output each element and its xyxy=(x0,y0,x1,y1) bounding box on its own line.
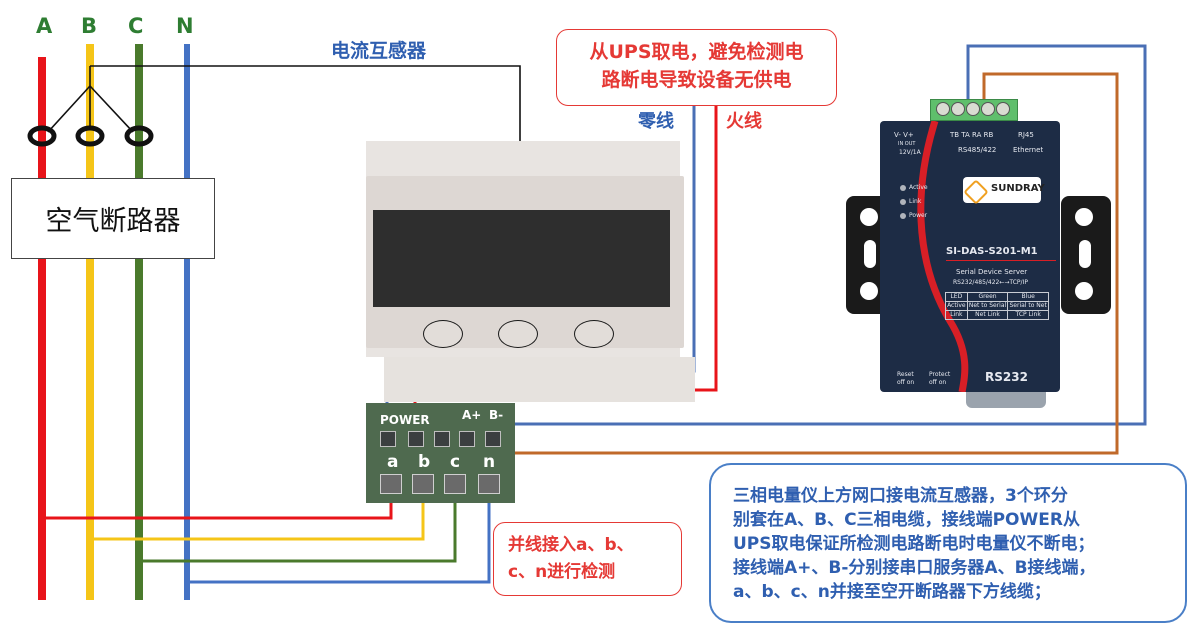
phase-label-n: N xyxy=(176,14,194,38)
parallel-wire-c xyxy=(139,482,457,563)
terminal-power-1 xyxy=(380,431,396,447)
terminal-b-minus xyxy=(485,431,501,447)
ups-callout-line1: 从UPS取电，避免检测电 xyxy=(589,41,804,63)
terminal-c xyxy=(444,474,466,494)
led-table-cell: Link xyxy=(945,310,968,320)
model-label: SI-DAS-S201-M1 xyxy=(946,246,1038,257)
led-table-cell: Active xyxy=(945,301,968,311)
parallel-callout: 并线接入a、b、 c、n进行检测 xyxy=(493,522,682,596)
terminal-a-label: a xyxy=(387,452,399,472)
terminal-n xyxy=(478,474,500,494)
b-minus-label: B- xyxy=(489,408,504,422)
meter-button-3[interactable] xyxy=(574,320,614,348)
led-table-cell: Net Link xyxy=(966,310,1009,320)
port-power-label: V- V+ xyxy=(894,131,914,139)
link-led-label: Link xyxy=(909,198,922,205)
active-led xyxy=(900,185,906,191)
brand-logo: SUNDRAY xyxy=(963,177,1045,205)
port-volt-label: 12V/1A xyxy=(899,149,921,156)
terminal-a-plus xyxy=(459,431,475,447)
ups-callout: 从UPS取电，避免检测电 路断电导致设备无供电 xyxy=(556,29,837,106)
mount-ear-right xyxy=(1061,196,1111,314)
meter-button-2[interactable] xyxy=(498,320,538,348)
rj45-label: RJ45 xyxy=(1018,131,1034,139)
ct-lead-a xyxy=(47,85,91,133)
mount-hole xyxy=(860,282,878,300)
power-terminal-label: POWER xyxy=(380,413,430,427)
meter-lower-case xyxy=(384,357,695,402)
parallel-callout-line2: c、n进行检测 xyxy=(508,562,616,582)
led-table-cell: Blue xyxy=(1007,292,1049,302)
phase-label-c: C xyxy=(128,14,144,38)
mount-hole xyxy=(860,208,878,226)
server-body xyxy=(880,121,1060,392)
phase-label-a: A xyxy=(36,14,53,38)
rs485-port-label: TB TA RA RB xyxy=(950,131,994,139)
terminal-screw xyxy=(981,102,995,116)
ct-lead-c xyxy=(89,85,134,133)
led-table-cell: LED xyxy=(945,292,968,302)
note-line-4: 接线端A+、B-分别接串口服务器A、B接线端， xyxy=(733,558,1096,578)
terminal-b-label: b xyxy=(418,452,431,472)
air-breaker-label: 空气断路器 xyxy=(45,206,181,237)
power-led-label: Power xyxy=(909,212,928,219)
led-table-cell: Net to Serial xyxy=(966,301,1009,311)
rs485-label: RS485/422 xyxy=(958,146,997,154)
port-io-label: IN OUT xyxy=(898,141,916,147)
mount-slot xyxy=(1079,240,1091,268)
terminal-screw xyxy=(996,102,1010,116)
note-line-5: a、b、c、n并接至空开断路器下方线缆； xyxy=(733,582,1051,602)
meter-display xyxy=(373,210,670,307)
mount-hole xyxy=(1075,208,1093,226)
note-line-1: 三相电量仪上方网口接电流互感器，3个环分 xyxy=(733,486,1068,506)
link-led xyxy=(900,199,906,205)
ct-ring-a xyxy=(27,125,57,147)
air-breaker: 空气断路器 xyxy=(11,178,215,259)
brand-name: SUNDRAY xyxy=(991,183,1045,194)
rs232-label: RS232 xyxy=(985,370,1028,384)
terminal-empty xyxy=(434,431,450,447)
meter-terminal-block: POWER A+ B- a b c n xyxy=(366,403,515,503)
live-label: 火线 xyxy=(726,111,762,132)
product-name: Serial Device Server xyxy=(956,268,1028,276)
terminal-a xyxy=(380,474,402,494)
phase-label-b: B xyxy=(81,14,98,38)
terminal-screw xyxy=(936,102,950,116)
led-table-cell: Green xyxy=(966,292,1009,302)
model-underline xyxy=(946,260,1056,261)
parallel-callout-line1: 并线接入a、b、 xyxy=(508,535,634,555)
terminal-c-label: c xyxy=(450,452,461,472)
ct-ring-c xyxy=(124,125,154,147)
parallel-wire-a xyxy=(42,482,393,520)
ups-callout-line2: 路断电导致设备无供电 xyxy=(601,69,792,91)
terminal-screw xyxy=(951,102,965,116)
note-line-3: UPS取电保证所检测电路断电时电量仪不断电； xyxy=(733,534,1095,554)
led-table-cell: TCP Link xyxy=(1007,310,1049,320)
ct-lead-wire xyxy=(90,65,521,141)
a-plus-label: A+ xyxy=(462,408,482,422)
db9-connector xyxy=(966,392,1046,408)
ethernet-label: Ethernet xyxy=(1013,146,1044,154)
meter-button-1[interactable] xyxy=(423,320,463,348)
ct-label: 电流互感器 xyxy=(331,40,427,62)
led-table-cell: Serial to Net xyxy=(1007,301,1049,311)
active-led-label: Active xyxy=(909,184,928,191)
terminal-power-2 xyxy=(408,431,424,447)
parallel-wire-n xyxy=(187,482,491,584)
reset-switch-label: Reset off on xyxy=(897,371,915,386)
server-red-stripe xyxy=(917,121,969,392)
power-led xyxy=(900,213,906,219)
mount-slot xyxy=(864,240,876,268)
terminal-n-label: n xyxy=(483,452,496,472)
brand-logo-icon xyxy=(963,179,989,205)
mount-hole xyxy=(1075,282,1093,300)
terminal-screw xyxy=(966,102,980,116)
protect-switch-label: Protect off on xyxy=(929,371,951,386)
note-callout: 三相电量仪上方网口接电流互感器，3个环分 别套在A、B、C三相电缆，接线端POW… xyxy=(709,463,1187,623)
neutral-label: 零线 xyxy=(638,111,674,132)
product-subtitle: RS232/485/422←→TCP/IP xyxy=(953,279,1028,286)
terminal-b xyxy=(412,474,434,494)
note-line-2: 别套在A、B、C三相电缆，接线端POWER从 xyxy=(733,510,1080,530)
